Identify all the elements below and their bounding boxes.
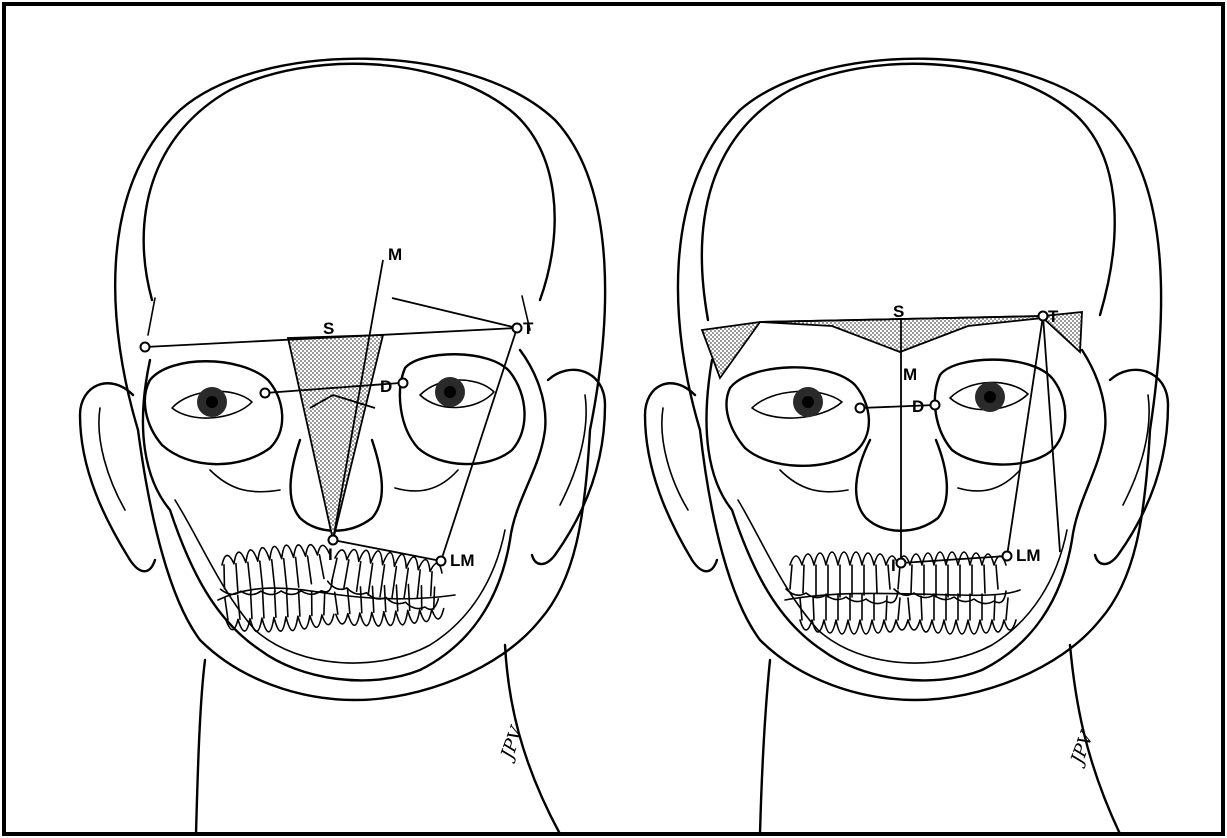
right-label-t: T [1048,307,1059,326]
right-face: S M T D I LM JPV [645,59,1168,834]
figure-frame [4,4,1223,834]
right-ear-right [1095,370,1168,564]
left-label-s: S [323,319,334,338]
right-orbit-right [935,360,1065,465]
left-face: M S T D I LM JPV [80,59,605,834]
right-label-m: M [903,365,917,384]
right-head-outline [678,59,1161,700]
right-orbit-left [726,367,868,466]
left-orbit-right [400,354,525,464]
right-lower-teeth [800,594,1016,634]
right-mandible [706,350,1105,680]
right-neck [760,645,1120,834]
left-signature: JPV [496,722,529,765]
right-skull-outline [702,64,1115,320]
left-label-lm: LM [450,551,475,570]
left-label-t: T [523,319,534,338]
left-lower-teeth [225,583,445,634]
left-shaded-triangle [288,335,383,540]
left-label-d: D [380,377,392,396]
left-label-m: M [388,245,402,264]
right-shaded-band [702,312,1082,378]
right-label-i: I [891,556,896,575]
right-label-d: D [912,397,924,416]
left-label-i: I [328,545,333,564]
right-label-lm: LM [1016,546,1041,565]
left-skull-outline [144,64,555,300]
right-label-s: S [893,302,904,321]
